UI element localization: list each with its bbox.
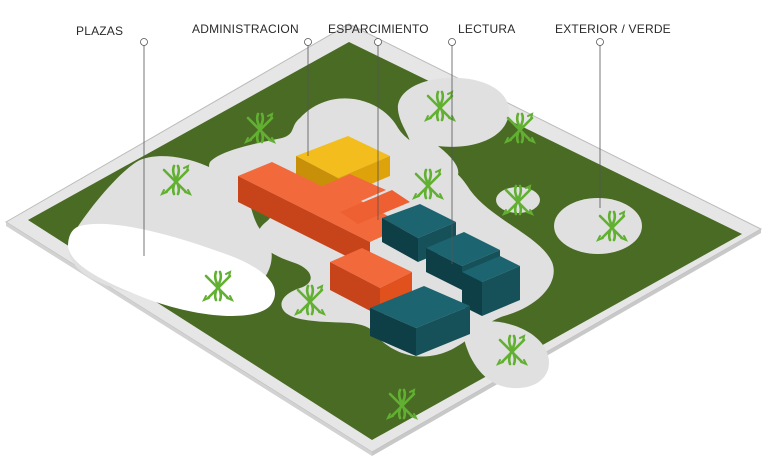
marker-esparcimiento — [374, 38, 382, 46]
leader-lines — [140, 38, 604, 264]
plaza-bottom — [463, 321, 549, 389]
label-lectura: LECTURA — [458, 22, 515, 36]
building-esparcimiento — [238, 162, 412, 316]
plaza-top-right — [397, 77, 509, 185]
plaza-exterior-circle — [554, 198, 642, 254]
label-exterior-verde: EXTERIOR / VERDE — [555, 22, 671, 36]
building-lectura — [370, 204, 520, 356]
label-esparcimiento: ESPARCIMIENTO — [328, 22, 429, 36]
marker-lectura — [448, 38, 456, 46]
label-plazas: PLAZAS — [76, 24, 123, 38]
marker-administracion — [304, 38, 312, 46]
marker-exterior — [596, 38, 604, 46]
marker-plazas — [140, 38, 148, 46]
label-administracion: ADMINISTRACION — [192, 22, 299, 36]
